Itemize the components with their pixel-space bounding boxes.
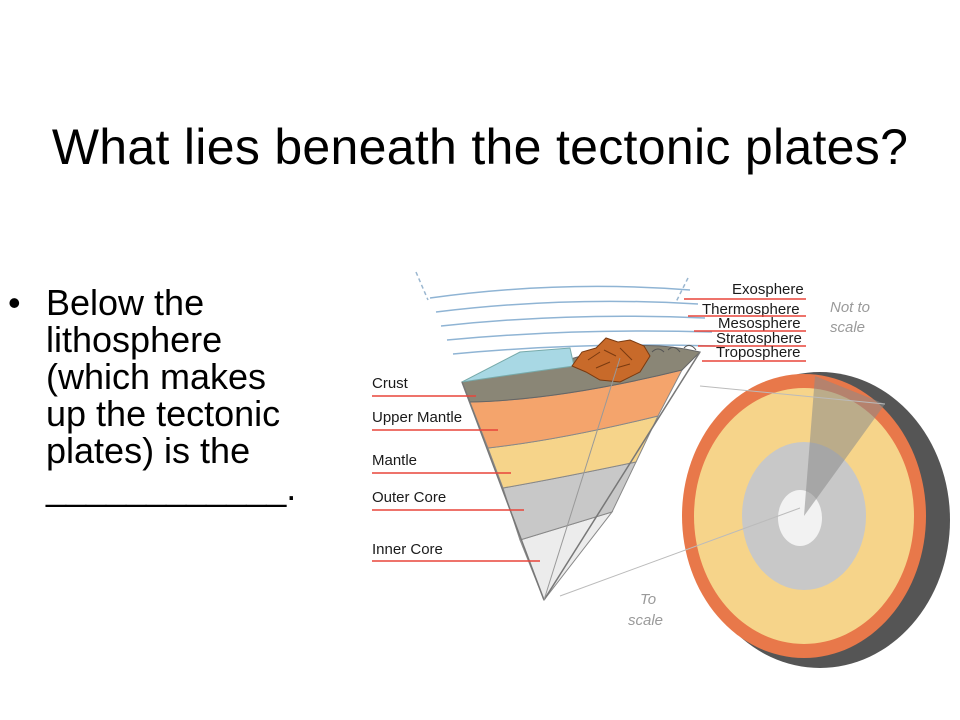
bullet-line: up the tectonic [46, 393, 281, 434]
label-troposphere: Troposphere [716, 344, 801, 361]
label-upper-mantle: Upper Mantle [372, 409, 462, 426]
label-stratosphere: Stratosphere [716, 330, 802, 347]
bullet-line: ____________. [46, 467, 297, 508]
atmosphere-arc [440, 315, 706, 327]
note-not-to-scale-line2: scale [830, 319, 865, 336]
mountain-ridges [587, 347, 633, 369]
wedge-edge-left [461, 381, 545, 601]
bullet-line: Below the [46, 282, 205, 323]
wedge-edge-dashed-left [415, 271, 429, 301]
slide-title: What lies beneath the tectonic plates? [51, 119, 909, 175]
bullet-text: Below the lithosphere (which makes up th… [46, 284, 366, 506]
label-mantle: Mantle [372, 452, 417, 469]
wedge-edge-right [543, 351, 701, 601]
bullet-line: (which makes [46, 356, 267, 397]
bullet-marker: • [8, 282, 21, 323]
atmosphere-arc [452, 344, 716, 355]
wedge-inner-edge [543, 357, 621, 601]
label-inner-core: Inner Core [372, 541, 443, 558]
wedge-edge-dashed-right [675, 277, 689, 303]
label-mesosphere: Mesosphere [718, 315, 801, 332]
note-to-scale-line1: To [640, 591, 656, 608]
label-crust: Crust [372, 375, 409, 392]
note-not-to-scale-line1: Not to [830, 299, 870, 316]
atmosphere-arc [429, 285, 691, 299]
note-to-scale-line2: scale [628, 612, 663, 629]
ocean-surface [461, 347, 575, 383]
label-outer-core: Outer Core [372, 489, 446, 506]
hills [651, 344, 697, 353]
atmosphere-arc [446, 330, 713, 341]
bullet-line: lithosphere [46, 319, 223, 360]
connector-line [559, 507, 801, 597]
bullet-line: plates) is the [46, 430, 251, 471]
label-exosphere: Exosphere [732, 281, 804, 298]
connector-line [699, 385, 886, 405]
mountains [571, 337, 651, 383]
globe-cutaway-wedge [804, 376, 885, 516]
label-thermosphere: Thermosphere [702, 301, 800, 318]
atmosphere-arc [435, 300, 699, 313]
